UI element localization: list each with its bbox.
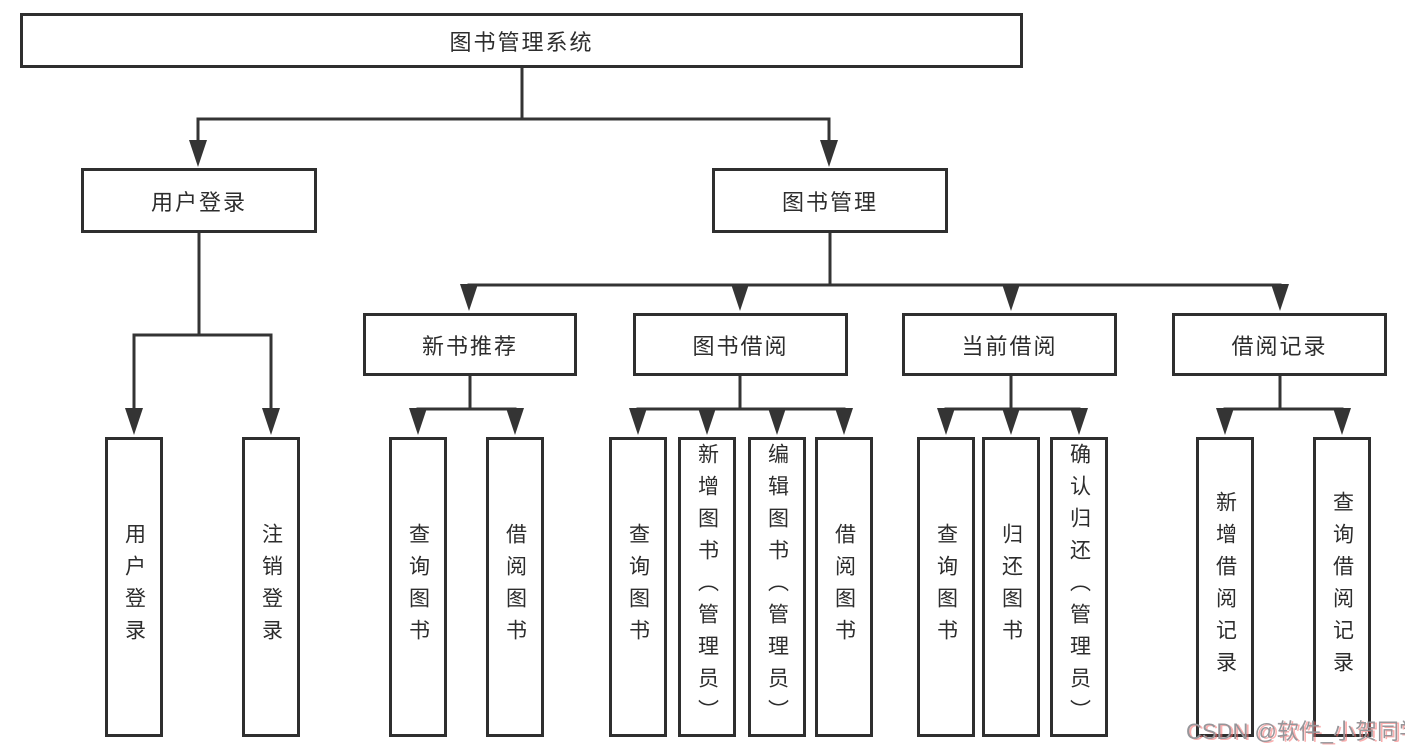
node-book-borrow: 图书借阅 xyxy=(633,313,848,376)
leaf-label: 查询图书 xyxy=(934,523,958,651)
leaf-query-books-1: 查询图书 xyxy=(389,437,447,737)
node-user-login: 用户登录 xyxy=(81,168,317,233)
node-root: 图书管理系统 xyxy=(20,13,1023,68)
leaf-label: 查询借阅记录 xyxy=(1330,491,1354,683)
leaf-label: 注销登录 xyxy=(259,523,283,651)
node-current-borrow-label: 当前借阅 xyxy=(961,333,1058,359)
leaf-label: 确认归还（管理员） xyxy=(1067,443,1091,731)
node-borrow-records: 借阅记录 xyxy=(1172,313,1387,376)
connector-paths xyxy=(132,66,1344,412)
leaf-borrow-books-2: 借阅图书 xyxy=(815,437,873,737)
leaf-label: 借阅图书 xyxy=(832,523,856,651)
leaf-confirm-return-admin: 确认归还（管理员） xyxy=(1050,437,1108,737)
leaf-borrow-books-1: 借阅图书 xyxy=(486,437,544,737)
leaf-label: 新增借阅记录 xyxy=(1213,491,1237,683)
node-new-book-recommend: 新书推荐 xyxy=(363,313,577,376)
csdn-watermark: CSDN @软件_小贺同学 xyxy=(1186,719,1405,744)
leaf-query-books-2: 查询图书 xyxy=(609,437,667,737)
node-book-management: 图书管理 xyxy=(712,168,948,233)
leaf-label: 用户登录 xyxy=(122,523,146,651)
leaf-label: 新增图书（管理员） xyxy=(695,443,719,731)
leaf-add-books-admin: 新增图书（管理员） xyxy=(678,437,736,737)
leaf-add-borrow-record: 新增借阅记录 xyxy=(1196,437,1254,737)
node-borrow-records-label: 借阅记录 xyxy=(1231,333,1328,359)
leaf-edit-books-admin: 编辑图书（管理员） xyxy=(748,437,806,737)
leaf-label: 查询图书 xyxy=(406,523,430,651)
connector-arrowheads xyxy=(125,140,1351,435)
node-book-borrow-label: 图书借阅 xyxy=(692,333,789,359)
leaf-label: 编辑图书（管理员） xyxy=(765,443,789,731)
node-root-label: 图书管理系统 xyxy=(449,29,594,55)
leaf-label: 查询图书 xyxy=(626,523,650,651)
node-book-management-label: 图书管理 xyxy=(781,189,878,215)
leaf-label: 借阅图书 xyxy=(503,523,527,651)
leaf-logout: 注销登录 xyxy=(242,437,300,737)
leaf-user-login: 用户登录 xyxy=(105,437,163,737)
node-new-book-recommend-label: 新书推荐 xyxy=(421,333,518,359)
leaf-query-books-3: 查询图书 xyxy=(917,437,975,737)
leaf-return-books: 归还图书 xyxy=(982,437,1040,737)
node-current-borrow: 当前借阅 xyxy=(902,313,1117,376)
leaf-query-borrow-record: 查询借阅记录 xyxy=(1313,437,1371,737)
leaf-label: 归还图书 xyxy=(999,523,1023,651)
node-user-login-label: 用户登录 xyxy=(150,189,247,215)
